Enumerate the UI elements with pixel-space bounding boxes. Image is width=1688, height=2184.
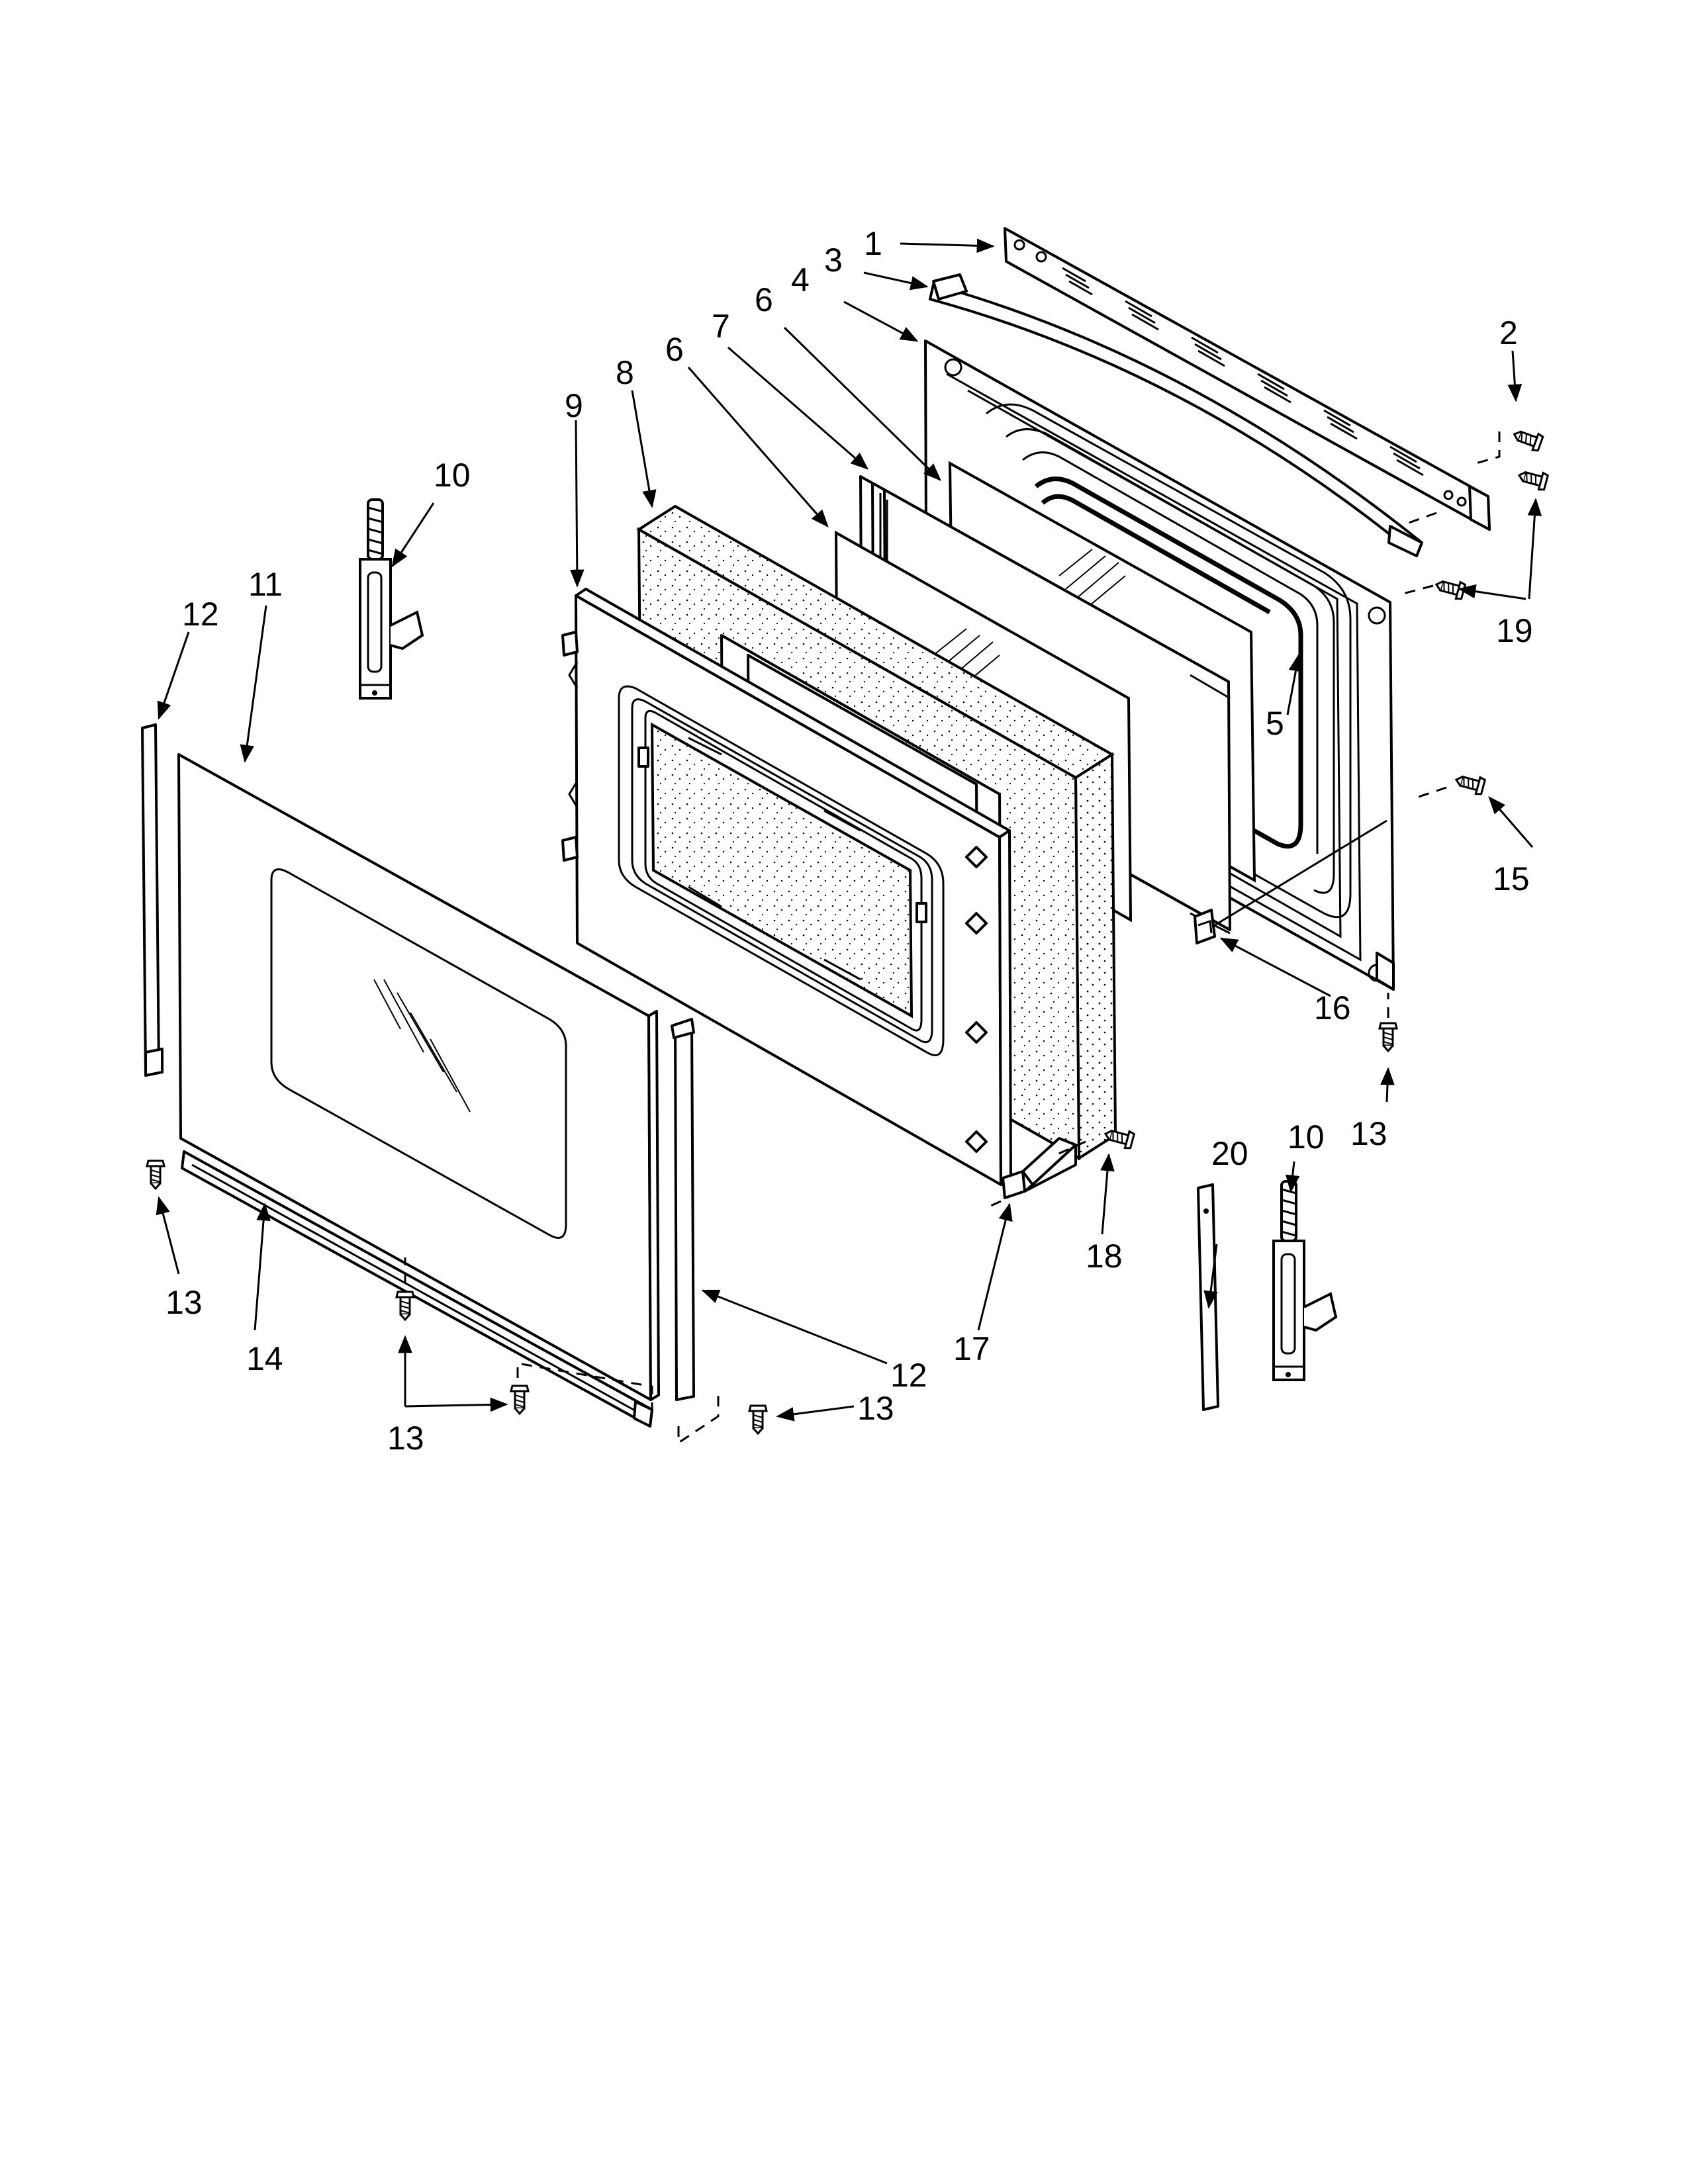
callout-4: 4 [791, 261, 810, 298]
part-17-bracket [1002, 1137, 1077, 1199]
part-19-screw-upper [1516, 466, 1550, 492]
callout-1: 1 [864, 225, 882, 262]
part-16-clip [1194, 909, 1216, 944]
part-10-hinge-upper [359, 498, 424, 700]
callout-12-right: 12 [890, 1357, 927, 1394]
part-11-outer-door-panel [177, 753, 660, 1401]
part-12-side-trim-left [141, 723, 164, 1077]
callout-13-bottom: 13 [387, 1420, 424, 1457]
callout-13-left: 13 [165, 1284, 203, 1321]
callout-10-lower: 10 [1288, 1118, 1325, 1156]
callout-18: 18 [1086, 1238, 1123, 1275]
assembly-dashed-lines [404, 432, 1501, 1445]
callout-6-front: 6 [665, 331, 684, 368]
part-2-screw [1510, 425, 1544, 453]
callout-19: 19 [1496, 612, 1533, 649]
callout-5: 5 [1266, 705, 1284, 742]
part-13-screw-bottom-a [395, 1291, 415, 1321]
callout-8: 8 [616, 354, 634, 391]
callout-15: 15 [1493, 860, 1530, 897]
part-13-screw-right-top [1378, 1022, 1398, 1052]
callout-2: 2 [1499, 314, 1518, 351]
callout-6-rear: 6 [755, 281, 773, 318]
callout-12-left: 12 [182, 596, 219, 633]
part-20-hinge-strip [1197, 1183, 1219, 1411]
callout-labels: 1 3 4 2 6 7 6 8 9 10 11 12 5 19 15 16 13… [165, 225, 1533, 1457]
callout-14: 14 [246, 1340, 283, 1377]
callout-3: 3 [824, 242, 843, 279]
part-15-screw [1453, 770, 1487, 797]
part-12-side-trim-right [671, 1018, 695, 1401]
callout-10-upper: 10 [434, 457, 471, 494]
part-9-inner-door-frame [561, 588, 1012, 1186]
callout-16: 16 [1314, 989, 1351, 1026]
callout-7: 7 [712, 308, 730, 345]
callout-13-right: 13 [1350, 1115, 1387, 1152]
callout-20: 20 [1211, 1135, 1248, 1172]
part-1-vent-trim [1004, 227, 1491, 531]
leader-lines [156, 238, 1542, 1422]
callout-13-bottom-right: 13 [857, 1390, 894, 1427]
part-19-screw-lower [1433, 575, 1467, 602]
part-13-screw-bottom-b [510, 1385, 530, 1415]
callout-11: 11 [248, 566, 283, 603]
part-3-door-handle [929, 273, 1423, 557]
part-13-screw-left [146, 1160, 165, 1190]
part-10-hinge-lower [1272, 1180, 1337, 1381]
callout-17: 17 [953, 1330, 990, 1367]
part-5-door-gasket [1034, 477, 1303, 849]
callout-9: 9 [565, 387, 583, 424]
part-13-screw-bottom-c [748, 1404, 768, 1435]
